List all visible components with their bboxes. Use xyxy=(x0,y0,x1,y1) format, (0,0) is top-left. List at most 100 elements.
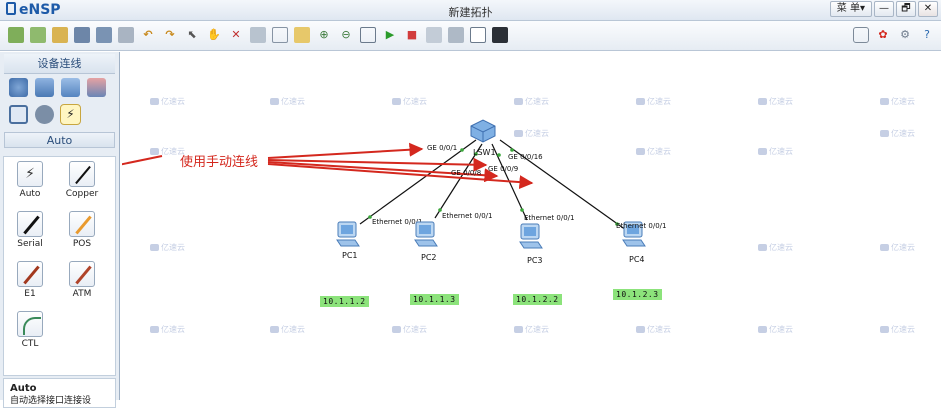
menu-button[interactable]: 菜 单▾ xyxy=(829,1,872,17)
pc2-ip-label: 10.1.1.3 xyxy=(410,294,459,305)
cable-label: Auto xyxy=(19,189,41,199)
pc3-icon[interactable] xyxy=(518,222,544,250)
cable-item-ctl[interactable]: CTL xyxy=(8,311,52,349)
save-icon[interactable] xyxy=(74,27,90,43)
watermark: 亿速云 xyxy=(150,324,185,335)
watermark: 亿速云 xyxy=(150,242,185,253)
pc3-port-label: Ethernet 0/0/1 xyxy=(524,214,575,222)
toolbar-right: ✿ ⚙ ? xyxy=(853,27,935,43)
pc1-ip-label: 10.1.1.2 xyxy=(320,296,369,307)
switch-icon[interactable] xyxy=(35,78,54,97)
maximize-button[interactable]: 🗗 xyxy=(896,1,916,17)
start-device-icon[interactable]: ▶ xyxy=(385,28,395,41)
cable-item-e1[interactable]: E1 xyxy=(8,261,52,299)
pc1-port-label: Ethernet 0/0/1 xyxy=(372,218,423,226)
toolbar: ↶ ↷ ⬉ ✋ ✕ ⊕ ⊖ ▶ ■ ✿ ⚙ ? xyxy=(0,21,941,51)
link-pc4[interactable] xyxy=(499,139,627,231)
delete-link-icon[interactable] xyxy=(250,27,266,43)
zoom-out-icon[interactable]: ⊖ xyxy=(341,28,351,41)
delete-icon[interactable]: ✕ xyxy=(231,28,241,41)
topology-canvas[interactable]: 亿速云 亿速云 亿速云 亿速云 亿速云 亿速云 亿速云 亿速云 亿速云 亿速云 … xyxy=(122,52,941,400)
switch-icon[interactable] xyxy=(467,118,499,144)
pan-hand-icon[interactable]: ✋ xyxy=(207,28,221,41)
layout-icon[interactable] xyxy=(448,27,464,43)
blank-window-icon[interactable] xyxy=(470,27,486,43)
undo-icon[interactable]: ↶ xyxy=(143,28,153,41)
pc4-label: PC4 xyxy=(629,255,645,264)
minimize-button[interactable]: — xyxy=(874,1,894,17)
watermark: 亿速云 xyxy=(514,128,549,139)
terminal-pc-icon[interactable] xyxy=(9,105,28,124)
screenshot-icon[interactable] xyxy=(492,27,508,43)
watermark: 亿速云 xyxy=(880,242,915,253)
capture-icon[interactable] xyxy=(426,27,442,43)
help-icon[interactable]: ? xyxy=(924,28,930,41)
window-controls: 菜 单▾ — 🗗 ✕ xyxy=(829,1,938,17)
stop-device-icon[interactable]: ■ xyxy=(406,28,418,41)
select-icon[interactable]: ⬉ xyxy=(187,28,197,41)
pc4-icon[interactable] xyxy=(621,220,647,248)
palette-icon[interactable] xyxy=(294,27,310,43)
cable-item-pos[interactable]: POS xyxy=(60,211,104,249)
open-icon[interactable] xyxy=(52,27,68,43)
close-button[interactable]: ✕ xyxy=(918,1,938,17)
port-dot xyxy=(368,215,372,219)
switch-port-label: GE 0/0/16 xyxy=(508,153,543,161)
cloud-icon[interactable] xyxy=(35,105,54,124)
watermark: 亿速云 xyxy=(514,96,549,107)
zoom-in-icon[interactable]: ⊕ xyxy=(319,28,329,41)
save-as-icon[interactable] xyxy=(96,27,112,43)
cable-item-atm[interactable]: ATM xyxy=(60,261,104,299)
cable-item-copper[interactable]: Copper xyxy=(60,161,104,199)
copper-cable-icon xyxy=(69,161,95,187)
watermark: 亿速云 xyxy=(636,324,671,335)
pc1-label: PC1 xyxy=(342,251,358,260)
description-text: 自动选择接口连接设 xyxy=(10,396,92,406)
huawei-icon[interactable]: ✿ xyxy=(878,28,888,41)
annotation-arrow xyxy=(267,142,424,159)
device-panel: 设备连线 ⚡ Auto ⚡ Auto Copper Serial POS E1 xyxy=(0,52,120,408)
new-topology-icon[interactable] xyxy=(8,27,24,43)
chat-icon[interactable] xyxy=(853,27,869,43)
annotation-arrow-to-copper xyxy=(122,155,163,166)
description-title: Auto xyxy=(10,383,37,394)
e1-cable-icon xyxy=(17,261,43,287)
link-pc2[interactable] xyxy=(434,143,483,219)
watermark: 亿速云 xyxy=(514,324,549,335)
print-icon[interactable] xyxy=(118,27,134,43)
new-template-icon[interactable] xyxy=(30,27,46,43)
topology-links xyxy=(122,139,627,231)
annotation-arrow xyxy=(267,163,534,190)
cable-item-serial[interactable]: Serial xyxy=(8,211,52,249)
title-bar: eNSP 新建拓扑 菜 单▾ — 🗗 ✕ xyxy=(0,0,941,21)
redo-icon[interactable]: ↷ xyxy=(165,28,175,41)
wlan-icon[interactable] xyxy=(61,78,80,97)
watermark: 亿速云 xyxy=(758,242,793,253)
link-pc1[interactable] xyxy=(359,139,477,225)
watermark: 亿速云 xyxy=(392,324,427,335)
cable-item-auto[interactable]: ⚡ Auto xyxy=(8,161,52,199)
switch-port-label: GE 0/0/9 xyxy=(488,165,519,173)
device-panel-header: 设备连线 xyxy=(4,54,115,74)
cable-description: Auto 自动选择接口连接设 xyxy=(3,378,116,408)
text-note-icon[interactable] xyxy=(272,27,288,43)
watermark: 亿速云 xyxy=(880,96,915,107)
pc2-icon[interactable] xyxy=(413,220,439,248)
cable-label: Copper xyxy=(65,189,99,199)
pc4-ip-label: 10.1.2.3 xyxy=(613,289,662,300)
watermark: 亿速云 xyxy=(636,96,671,107)
pc3-label: PC3 xyxy=(527,256,543,265)
pc1-icon[interactable] xyxy=(335,220,361,248)
router-icon[interactable] xyxy=(9,78,28,97)
watermark: 亿速云 xyxy=(758,146,793,157)
switch-label: LSW1 xyxy=(473,148,496,157)
fit-view-icon[interactable] xyxy=(360,27,376,43)
firewall-icon[interactable] xyxy=(87,78,106,97)
annotation-arrow xyxy=(267,161,499,183)
port-dot xyxy=(615,222,619,226)
watermark: 亿速云 xyxy=(758,324,793,335)
ensp-logo-icon xyxy=(6,2,16,15)
pc3-ip-label: 10.1.2.2 xyxy=(513,294,562,305)
settings-gear-icon[interactable]: ⚙ xyxy=(900,28,910,41)
connection-icon[interactable]: ⚡ xyxy=(60,104,81,125)
